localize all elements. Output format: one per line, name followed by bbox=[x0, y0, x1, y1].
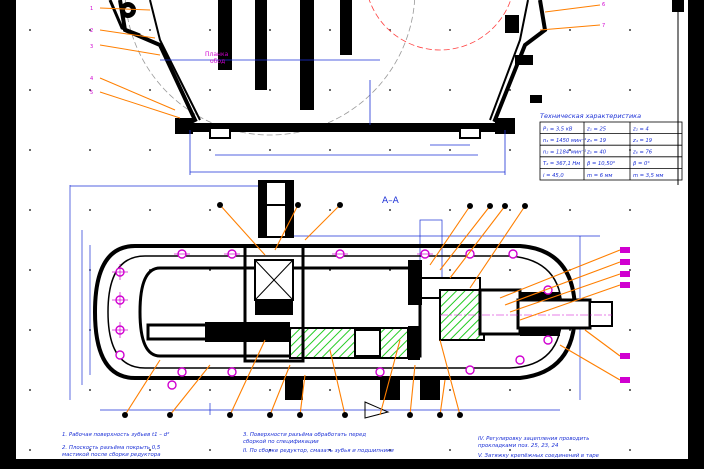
note-line: мастикой после сборки редуктора bbox=[62, 452, 161, 458]
spec-cell: n₁ = 1450 мин⁻¹ bbox=[543, 138, 586, 144]
spec-cell: z₅ = 40 bbox=[586, 150, 607, 156]
note-line: прокладками поз. 25, 23, 24 bbox=[478, 443, 559, 449]
callout-label: 7 bbox=[602, 23, 605, 29]
section-view bbox=[69, 180, 613, 419]
spec-table: Техническая характеристика P₁ = 3,5 кВ z… bbox=[539, 112, 683, 181]
bolt-crosses bbox=[112, 253, 433, 338]
callout-bubbles bbox=[122, 202, 528, 418]
spec-cell: β = 0° bbox=[633, 161, 650, 167]
spec-cell: P₁ = 3,5 кВ bbox=[543, 127, 573, 133]
spec-cell: β = 10,50° bbox=[587, 161, 616, 167]
note-line: II. По сборке редуктор, смазать зубья и … bbox=[243, 448, 394, 454]
callout-label: 2 bbox=[90, 28, 93, 34]
note-line: V. Затяжку крепёжных соединений в таре bbox=[478, 453, 600, 459]
spec-cell: z₁ = 25 bbox=[586, 127, 607, 133]
frame-bottom bbox=[0, 459, 704, 469]
technical-notes: 1. Рабочая поверхность зубьев t1 – d² 2.… bbox=[62, 431, 600, 459]
spec-cell: z₄ = 19 bbox=[632, 138, 652, 144]
section-label: A–A bbox=[382, 196, 400, 206]
top-view-note-1: Планка bbox=[205, 51, 229, 58]
note-line: сборкой по спецификации bbox=[243, 439, 319, 445]
note-line: 1. Рабочая поверхность зубьев t1 – d² bbox=[62, 431, 170, 438]
top-view: Планка обод 1 2 3 4 5 6 7 bbox=[90, 0, 684, 185]
spec-cell: z₆ = 76 bbox=[632, 150, 653, 156]
note-line: 3. Поверхности разъёма обработать перед bbox=[243, 432, 366, 438]
callout-label: 5 bbox=[90, 90, 93, 96]
note-line: IV. Регулировку зацепления проводить bbox=[478, 436, 589, 442]
leader-lines bbox=[124, 204, 621, 416]
frame-left bbox=[0, 0, 16, 469]
callout-label: 4 bbox=[90, 76, 93, 82]
note-line: 2. Плоскость разъёма покрыть 0,5 bbox=[62, 445, 161, 451]
spec-cell: n₂ = 1184 мин⁻¹ bbox=[543, 150, 586, 156]
spec-table-title: Техническая характеристика bbox=[540, 112, 641, 120]
spec-cell: z₂ = 4 bbox=[632, 127, 649, 133]
callout-label: 1 bbox=[90, 6, 93, 12]
callout-label: 3 bbox=[90, 44, 93, 50]
frame-right bbox=[688, 0, 704, 469]
top-view-left-callouts: 1 2 3 4 5 6 7 bbox=[90, 2, 605, 96]
right-callouts bbox=[620, 247, 630, 383]
spec-cell: m = 3,5 мм bbox=[633, 173, 664, 179]
spec-cell: T₂ = 367,1 Нм bbox=[543, 161, 580, 167]
grid-dots bbox=[16, 0, 688, 469]
spec-cell: m = 6 мм bbox=[587, 173, 613, 179]
top-view-note-2: обод bbox=[210, 58, 225, 65]
spec-cell: i = 45,0 bbox=[543, 173, 564, 179]
spec-cell: z₃ = 19 bbox=[586, 138, 606, 144]
callout-label: 6 bbox=[602, 2, 605, 8]
